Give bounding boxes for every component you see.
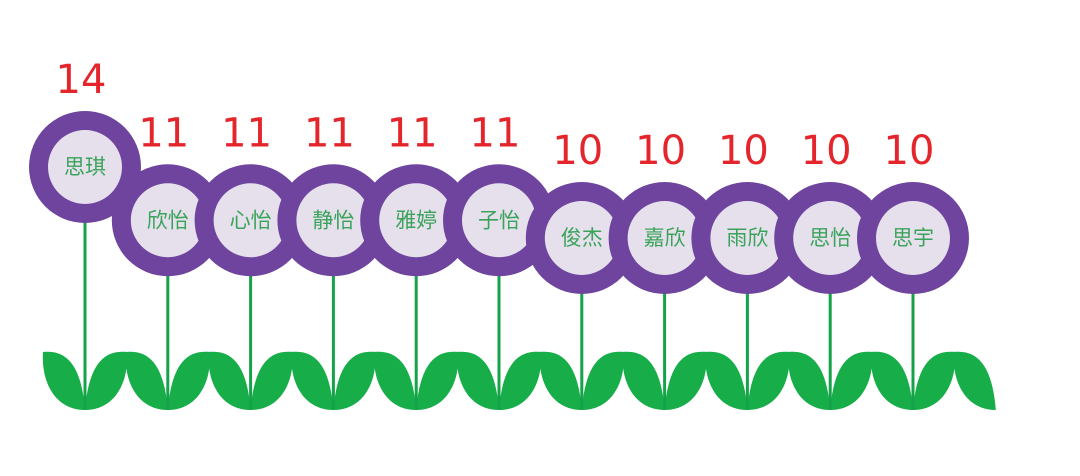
category-label: 子怡: [478, 208, 520, 232]
value-label: 14: [56, 57, 107, 103]
category-label: 雨欣: [726, 226, 768, 250]
leaf-left: [622, 351, 665, 410]
value-label: 11: [304, 110, 355, 156]
flower-mark: 欣怡 11: [111, 110, 224, 277]
value-label: 10: [635, 128, 686, 174]
category-label: 嘉欣: [644, 226, 686, 250]
flower-mark: 思怡 10: [774, 128, 887, 294]
flower-group: 思琪 14 欣怡 11 心怡 11 静怡 11 雅婷 11 子怡 11 俊杰 10 嘉欣 10 雨欣 10 思怡 10…: [29, 57, 969, 410]
leaf-left: [125, 351, 168, 410]
flower-center: [296, 183, 371, 258]
leaf-left: [953, 351, 996, 410]
leaf-left: [374, 351, 417, 410]
category-label: 俊杰: [561, 226, 603, 250]
value-label: 11: [470, 110, 521, 156]
leaf-left: [208, 351, 251, 410]
flower-center: [379, 183, 454, 258]
value-label: 11: [138, 110, 189, 156]
category-label: 思宇: [892, 226, 934, 250]
leaf-right: [499, 351, 542, 410]
flower-mark: 嘉欣 10: [608, 128, 721, 294]
flower-center: [48, 130, 122, 204]
flower-mark: 思琪 14: [29, 57, 141, 223]
leaf-left: [870, 351, 913, 410]
leaf-right: [747, 351, 790, 410]
flower-center: [130, 183, 205, 258]
leaf-right: [830, 351, 873, 410]
flower-center: [627, 201, 702, 275]
leaf-row: [42, 351, 996, 410]
flower-center: [710, 201, 785, 275]
flower-center: [544, 201, 619, 275]
category-label: 心怡: [230, 208, 272, 232]
category-label: 雅婷: [395, 208, 437, 232]
flower-mark: 雨欣 10: [691, 128, 804, 294]
flower-mark: 俊杰 10: [525, 128, 638, 294]
head-group: 思琪 14 欣怡 11 心怡 11 静怡 11 雅婷 11 子怡 11 俊杰 10 嘉欣 10 雨欣 10 思怡 10…: [29, 57, 969, 294]
flower-center: [793, 201, 868, 275]
leaf-right: [250, 351, 293, 410]
flower-mark: 思宇 10: [857, 128, 969, 294]
leaf-right: [581, 351, 624, 410]
leaf-right: [85, 351, 128, 410]
leaf-right: [913, 351, 956, 410]
value-label: 10: [884, 128, 935, 174]
value-label: 10: [718, 128, 769, 174]
category-label: 静怡: [312, 208, 354, 232]
leaf-left: [705, 351, 748, 410]
leaf-right: [167, 351, 210, 410]
value-label: 11: [221, 110, 272, 156]
leaf-left: [788, 351, 831, 410]
leaf-right: [333, 351, 376, 410]
flower-center: [213, 183, 288, 258]
leaf-left: [291, 351, 334, 410]
flower-center: [462, 183, 536, 258]
leaf-left: [539, 351, 582, 410]
category-label: 思怡: [809, 226, 851, 250]
flower-center: [876, 201, 950, 275]
flower-mark: 心怡 11: [194, 110, 307, 277]
flower-mark: 静怡 11: [277, 110, 390, 277]
stem-group: [83, 219, 915, 410]
category-label: 思琪: [64, 155, 106, 179]
value-label: 10: [552, 128, 603, 174]
leaf-right: [664, 351, 707, 410]
leaf-left: [42, 351, 85, 410]
value-label: 10: [801, 128, 852, 174]
category-label: 欣怡: [147, 208, 189, 232]
leaf-right: [416, 351, 459, 410]
flower-mark: 雅婷 11: [360, 110, 473, 277]
leaf-left: [456, 351, 499, 410]
value-label: 11: [387, 110, 438, 156]
